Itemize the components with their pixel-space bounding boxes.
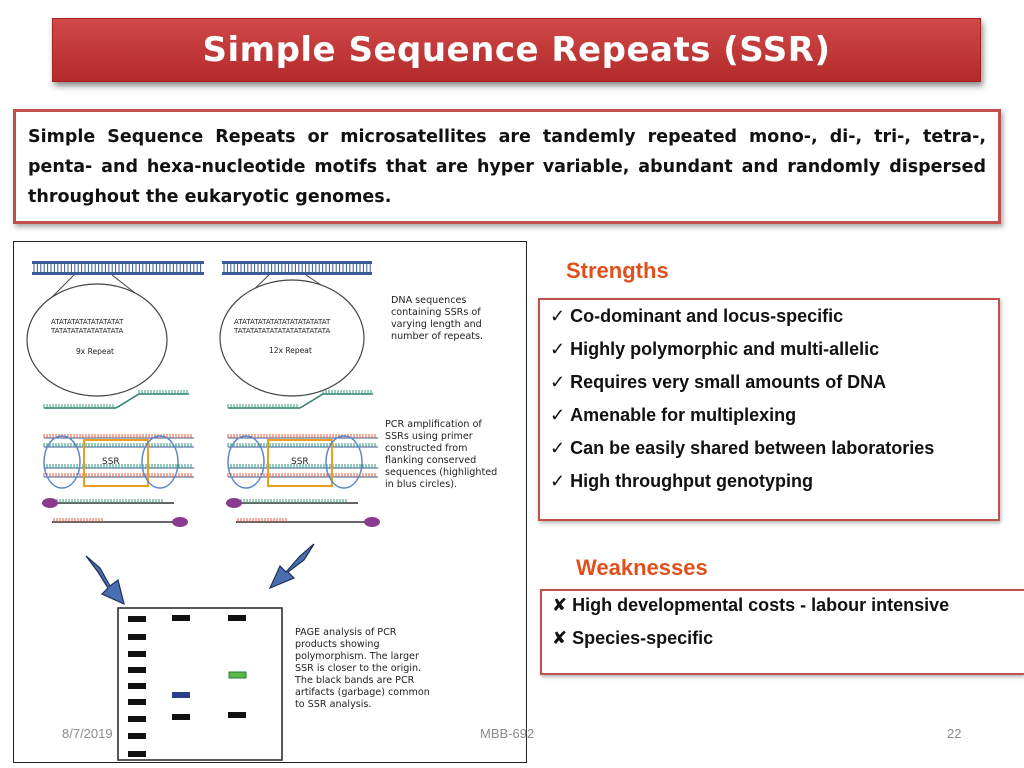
strength-item: ✓ Co-dominant and locus-specific: [550, 306, 990, 326]
intro-text: Simple Sequence Repeats or microsatellit…: [28, 127, 986, 207]
ssr-label-left: SSR: [102, 457, 120, 467]
strength-item-label: Requires very small amounts of DNA: [570, 372, 887, 392]
slide-title: Simple Sequence Repeats (SSR): [202, 30, 831, 70]
strength-item: ✓ Requires very small amounts of DNA: [550, 372, 990, 392]
strength-item-label: Highly polymorphic and multi-allelic: [570, 339, 880, 359]
weakness-item: ✘ High developmental costs - labour inte…: [552, 595, 1016, 615]
strengths-heading: Strengths: [566, 258, 669, 283]
check-icon: ✓: [550, 306, 571, 326]
cross-icon: ✘: [552, 595, 573, 615]
title-bar: Simple Sequence Repeats (SSR): [52, 18, 981, 82]
strength-item: ✓ Can be easily shared between laborator…: [550, 438, 990, 458]
intro-box: Simple Sequence Repeats or microsatellit…: [13, 109, 1001, 224]
ssr-box-left: [83, 439, 149, 487]
strength-item-label: High throughput genotyping: [570, 471, 814, 491]
check-icon: ✓: [550, 339, 571, 359]
ssr-diagram: [26, 261, 380, 761]
weakness-item-label: Species-specific: [572, 628, 714, 648]
strengths-box: ✓ Co-dominant and locus-specific✓ Highly…: [538, 298, 1000, 521]
weakness-item: ✘ Species-specific: [552, 628, 1016, 648]
ssr-box-right: [267, 439, 333, 487]
check-icon: ✓: [550, 372, 571, 392]
caption-pcr-amplification: PCR amplification of SSRs using primer c…: [385, 419, 498, 490]
weaknesses-heading: Weaknesses: [576, 555, 708, 580]
flank-circle: [325, 435, 363, 489]
check-icon: ✓: [550, 438, 571, 458]
strength-item: ✓ Amenable for multiplexing: [550, 405, 990, 425]
strengths-list: ✓ Co-dominant and locus-specific✓ Highly…: [550, 306, 990, 491]
check-icon: ✓: [550, 471, 571, 491]
repeat-right-label: 12x Repeat: [269, 346, 312, 355]
strength-item-label: Can be easily shared between laboratorie…: [570, 438, 935, 458]
check-icon: ✓: [550, 405, 571, 425]
arrow-right: [268, 543, 315, 590]
repeat-left-label: 9x Repeat: [76, 347, 114, 356]
ssr-label-right: SSR: [291, 457, 309, 467]
flank-circle: [227, 435, 265, 489]
zoom-circle-left: [26, 283, 168, 397]
flank-circle: [141, 435, 179, 489]
strength-item-label: Amenable for multiplexing: [570, 405, 797, 425]
dna-strand-right: [222, 261, 372, 275]
zoom-circle-right: [219, 279, 365, 397]
cross-icon: ✘: [552, 628, 573, 648]
strength-item-label: Co-dominant and locus-specific: [570, 306, 844, 326]
weaknesses-list: ✘ High developmental costs - labour inte…: [552, 595, 1016, 648]
strength-item: ✓ High throughput genotyping: [550, 471, 990, 491]
weakness-item-label: High developmental costs - labour intens…: [572, 595, 950, 615]
flank-circle: [43, 435, 81, 489]
weaknesses-box: ✘ High developmental costs - labour inte…: [540, 589, 1024, 675]
caption-page-analysis: PAGE analysis of PCR products showing po…: [295, 627, 430, 710]
footer-page-number: 22: [947, 726, 962, 741]
footer-date: 8/7/2019: [62, 726, 113, 741]
arrow-left: [85, 555, 125, 606]
caption-dna-sequences: DNA sequences containing SSRs of varying…: [391, 295, 484, 342]
dna-strand-left: [32, 261, 204, 275]
strength-item: ✓ Highly polymorphic and multi-allelic: [550, 339, 990, 359]
footer-course: MBB-692: [480, 726, 535, 741]
